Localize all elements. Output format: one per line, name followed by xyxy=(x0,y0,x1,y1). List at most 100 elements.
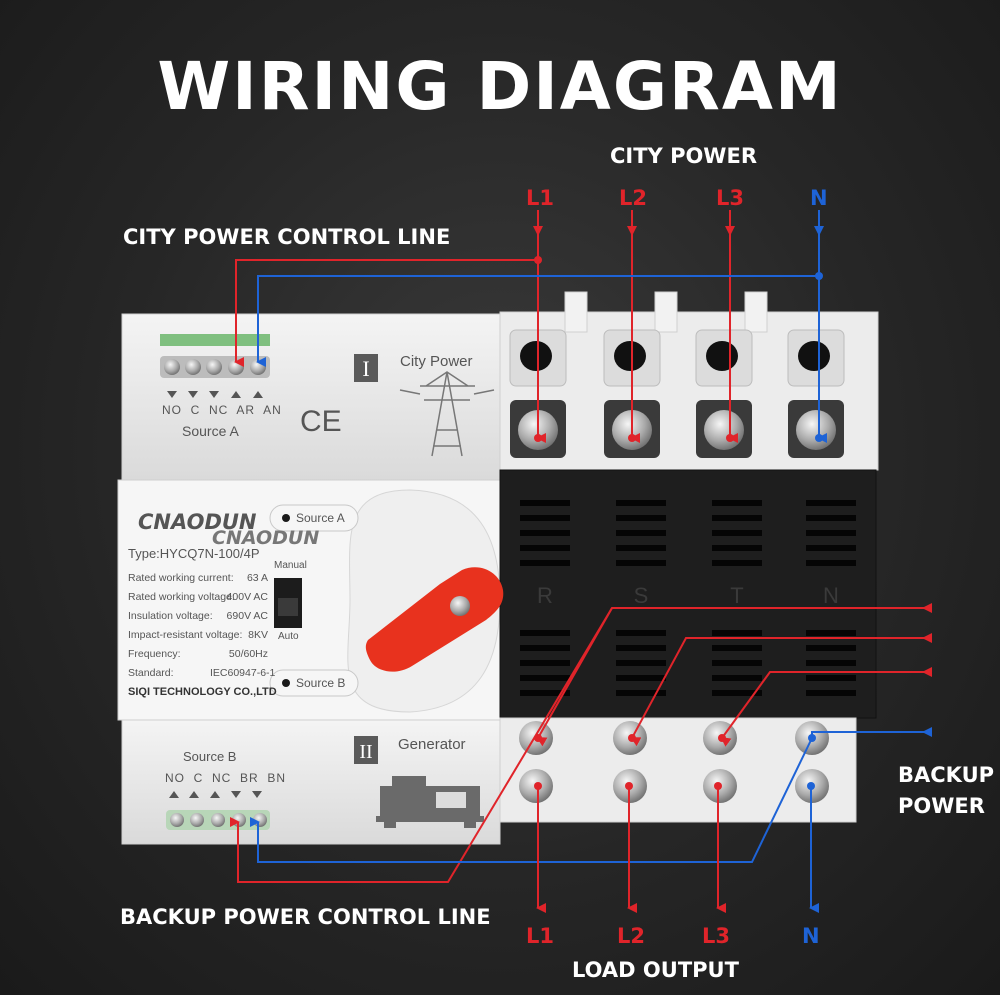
vent xyxy=(616,690,666,696)
vent xyxy=(806,645,856,651)
control-terminal xyxy=(185,359,201,375)
vent xyxy=(806,545,856,551)
rotary-handle[interactable] xyxy=(365,567,504,672)
vent xyxy=(616,545,666,551)
spec-value: 50/60Hz xyxy=(228,648,268,660)
arrow-down-icon xyxy=(627,226,637,236)
neutral-contact-dot xyxy=(808,734,816,742)
terminal-hole xyxy=(614,341,646,371)
source-a-led xyxy=(282,514,290,522)
terminal-label: C xyxy=(193,771,204,785)
source-b-indicator-frame xyxy=(269,669,359,697)
vent xyxy=(806,500,856,506)
vent xyxy=(712,545,762,551)
vent xyxy=(806,515,856,521)
live-contact-dot xyxy=(628,434,636,442)
terminal-hole xyxy=(798,341,830,371)
vent xyxy=(712,645,762,651)
source-a-indicator-frame xyxy=(269,504,359,532)
spec-keys: Rated working current: Rated working vol… xyxy=(128,569,242,683)
generator-panel xyxy=(436,792,466,808)
terminal-label: BR xyxy=(240,771,259,785)
vent xyxy=(712,500,762,506)
arrow-up-icon xyxy=(253,391,263,398)
spec-value: 63 A xyxy=(246,572,268,584)
city-power-device-label: City Power xyxy=(400,353,473,370)
roman-box-i xyxy=(354,354,378,382)
vent xyxy=(520,675,570,681)
terminal-label: NC xyxy=(209,403,229,417)
top-rib-3 xyxy=(744,291,768,333)
source-b-terminal-arrows xyxy=(169,791,262,798)
source-b-indicator-label: Source B xyxy=(296,676,346,690)
mode-auto-label: Auto xyxy=(278,631,299,642)
arrow-down-icon xyxy=(814,226,824,236)
source-a-terminal-labels: NO C NC AR AN xyxy=(162,403,282,417)
handle-screw xyxy=(450,596,470,616)
vent xyxy=(520,500,570,506)
pole-letter-r: R xyxy=(537,583,553,608)
generator-device-label: Generator xyxy=(398,736,466,753)
screw xyxy=(796,410,836,450)
vent xyxy=(616,515,666,521)
backup-power-label-line2: POWER xyxy=(898,794,985,818)
phase-l1-top-label: L1 xyxy=(526,186,554,210)
wire-backup-l3 xyxy=(720,671,932,747)
generator-base xyxy=(376,816,484,822)
vent xyxy=(520,645,570,651)
live-contact-dot xyxy=(534,782,542,790)
terminal-hole xyxy=(706,341,738,371)
vent xyxy=(806,675,856,681)
phase-n-top-label: N xyxy=(810,186,828,210)
terminal-label: NO xyxy=(165,771,185,785)
vent xyxy=(520,560,570,566)
vent xyxy=(712,630,762,636)
city-power-control-line-label: CITY POWER CONTROL LINE xyxy=(123,225,451,249)
source-b-terminal-strip xyxy=(166,810,270,830)
manufacturer: SIQI TECHNOLOGY CO.,LTD xyxy=(128,686,277,698)
arrow-up-icon xyxy=(169,791,179,798)
arrow-left-icon xyxy=(922,603,932,613)
vent xyxy=(520,660,570,666)
terminal-hole xyxy=(520,341,552,371)
phase-n-bottom-label: N xyxy=(802,924,820,948)
live-contact-dot xyxy=(726,434,734,442)
phase-l3-top-label: L3 xyxy=(716,186,744,210)
generator-icon xyxy=(376,776,484,828)
roman-numeral-ii: II xyxy=(359,741,372,763)
control-terminal xyxy=(170,813,184,827)
control-terminal xyxy=(253,813,267,827)
vent xyxy=(806,560,856,566)
terminal-label: C xyxy=(190,403,201,417)
vent xyxy=(712,530,762,536)
source-b-led xyxy=(282,679,290,687)
terminal-label: AN xyxy=(263,403,282,417)
vent xyxy=(806,690,856,696)
arrow-up-icon xyxy=(231,391,241,398)
vent xyxy=(712,560,762,566)
wire-city-control-live xyxy=(234,259,538,367)
vent xyxy=(806,660,856,666)
phase-l2-bottom-label: L2 xyxy=(617,924,645,948)
live-contact-dot xyxy=(625,782,633,790)
phase-l2-top-label: L2 xyxy=(619,186,647,210)
arrow-down-icon xyxy=(209,391,219,398)
handle-grip[interactable] xyxy=(365,567,504,672)
source-b-label: Source B xyxy=(183,749,237,764)
brand-logo: CNAODUN xyxy=(138,510,257,534)
arrow-up-icon xyxy=(210,791,220,798)
spec-key: Frequency: xyxy=(128,648,181,660)
spec-values: 63 A 400V AC 690V AC 8KV 50/60Hz IEC6094… xyxy=(210,569,275,683)
vent xyxy=(520,515,570,521)
vent xyxy=(712,660,762,666)
backup-power-label-line1: BACKUP xyxy=(898,763,995,787)
neutral-contact-dot xyxy=(807,782,815,790)
spec-key: Rated working current: xyxy=(128,572,234,584)
terminal-label: NO xyxy=(162,403,182,417)
pole-letter-n: N xyxy=(823,583,839,608)
ce-mark: CE xyxy=(300,405,342,438)
arrow-up-icon xyxy=(189,791,199,798)
source-a-terminal-arrows xyxy=(167,391,263,398)
spec-key: Standard: xyxy=(128,667,174,679)
arrow-down-icon xyxy=(188,391,198,398)
